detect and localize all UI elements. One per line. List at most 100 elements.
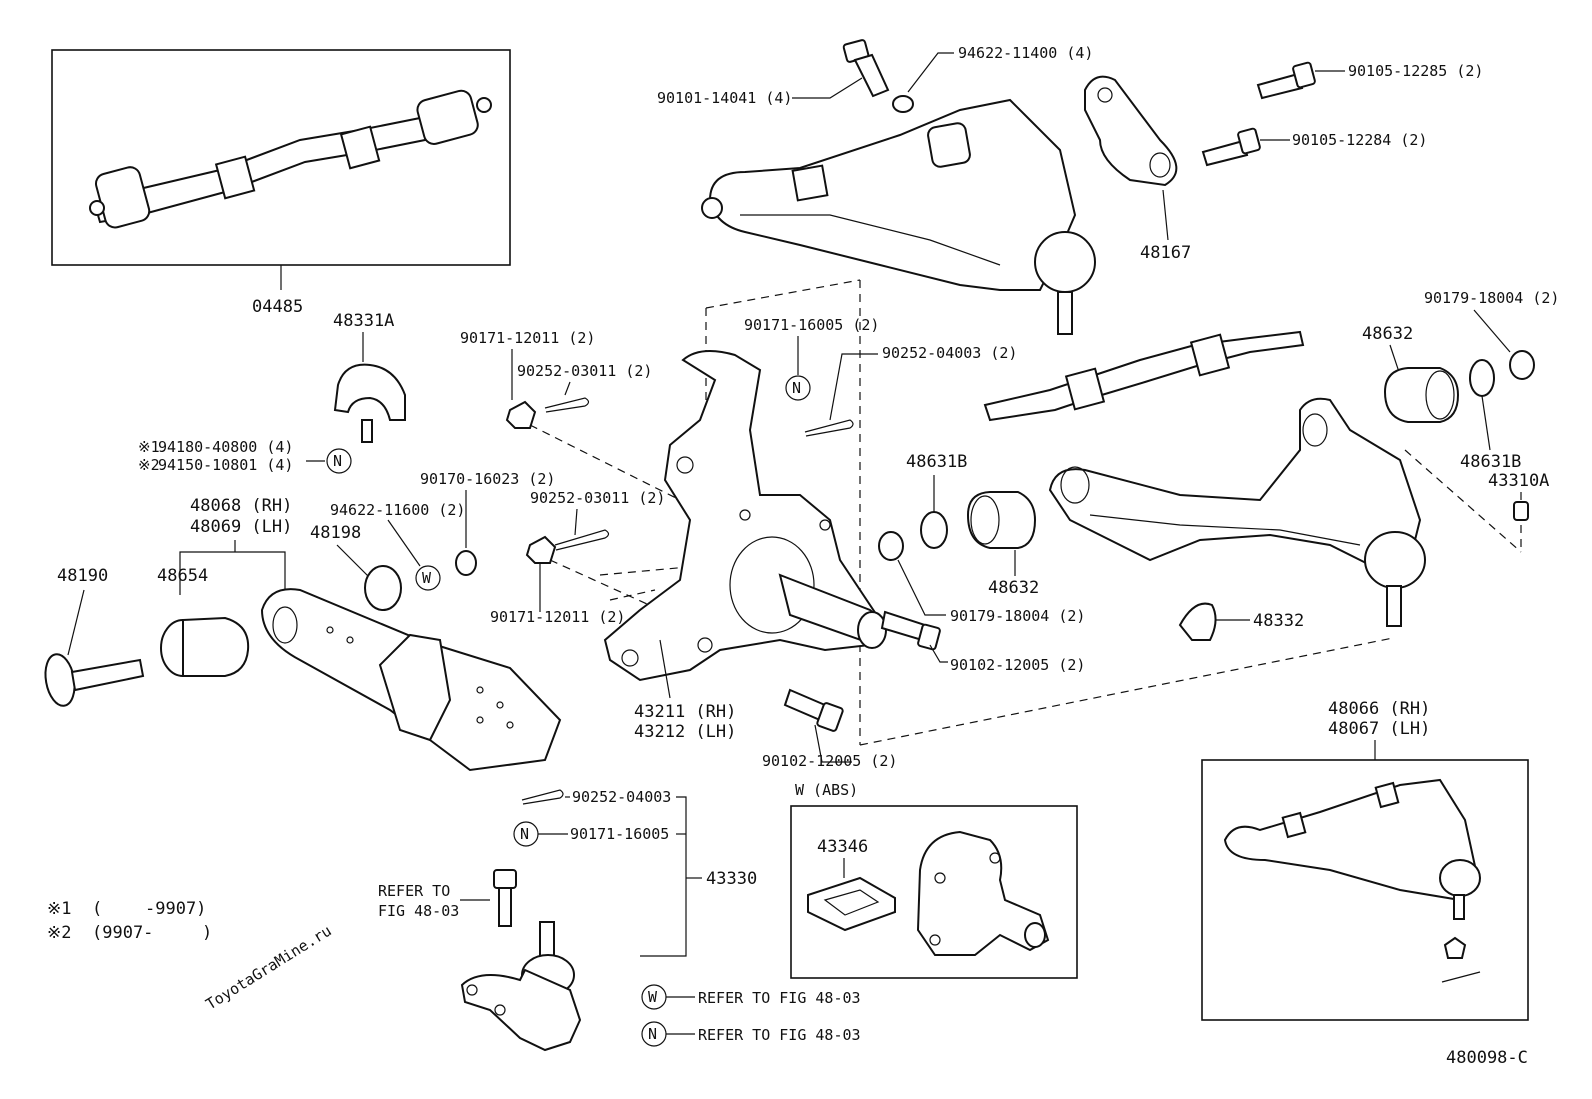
part-label-48167: 48167 [1140, 243, 1191, 263]
ball-joint-43330 [460, 921, 582, 1052]
figure-code: 480098-C [1446, 1048, 1528, 1068]
bracket-48331a [333, 363, 406, 443]
note-2-close: ) [202, 923, 212, 943]
bolt-90102-b [783, 688, 844, 732]
part-label-48632-mid: 48632 [988, 578, 1039, 598]
mark-1: ※1 [138, 438, 160, 456]
part-label-90179-mid: 90179-18004 (2) [950, 607, 1085, 625]
bushing-48632-top [1383, 367, 1460, 423]
steering-knuckle-43211 [603, 350, 887, 682]
part-label-43346: 43346 [817, 837, 868, 857]
lower-arm-48068 [260, 588, 562, 772]
part-label-43212: 43212 (LH) [634, 722, 736, 742]
upper-arm-illustration [701, 98, 1096, 335]
castle-nut-top [505, 400, 537, 429]
part-label-48631b-right: 48631B [1460, 452, 1521, 472]
part-label-48632-top: 48632 [1362, 324, 1413, 344]
knuckle-abs-illustration [916, 830, 1050, 956]
part-label-90179-top: 90179-18004 (2) [1424, 289, 1559, 307]
bushing-48632-mid [966, 491, 1037, 549]
castle-nut-mid [525, 535, 557, 564]
part-label-48068: 48068 (RH) [190, 496, 292, 516]
part-label-90171-12011-b: 90171-12011 (2) [490, 608, 625, 626]
washer-48198 [364, 565, 402, 611]
part-label-48332: 48332 [1253, 611, 1304, 631]
abs-inset-box [790, 805, 1078, 979]
note-1-value: -9907) [145, 899, 206, 919]
bolt-90102-a [880, 610, 941, 651]
n-symbol: N [648, 1025, 657, 1043]
part-label-48331a: 48331A [333, 311, 394, 331]
part-label-90171-16005-top: 90171-16005 (2) [744, 316, 879, 334]
part-label-94622-11400: 94622-11400 (4) [958, 44, 1093, 62]
part-label-90105-12284: 90105-12284 (2) [1292, 131, 1427, 149]
cotter-pin-90252-04003 [521, 789, 564, 805]
part-label-94150: 94150-10801 (4) [158, 456, 293, 474]
nut-90179-mid [878, 531, 904, 561]
note-mark-1: ※1 [47, 899, 71, 919]
refer-n-label: REFER TO FIG 48-03 [698, 1026, 861, 1044]
w-symbol: W [422, 569, 432, 587]
part-label-48066: 48066 (RH) [1328, 699, 1430, 719]
n-symbol-icon [785, 375, 811, 401]
bump-stop-48332 [1178, 602, 1217, 641]
part-label-90170: 90170-16023 (2) [420, 470, 555, 488]
part-label-48067: 48067 (LH) [1328, 719, 1430, 739]
n-symbol: N [792, 379, 801, 397]
watermark: ToyotaGraMine.ru [203, 922, 335, 1014]
part-label-48190: 48190 [57, 566, 108, 586]
note-mark-2: ※2 [47, 923, 71, 943]
n-symbol: N [333, 452, 342, 470]
part-label-94180: 94180-40800 (4) [158, 438, 293, 456]
bolt-90105-12285 [1256, 61, 1316, 100]
bolt-90105-12284 [1201, 127, 1261, 167]
upper-arm-assembly-box [1201, 759, 1529, 1021]
cotter-pin-top [544, 397, 590, 413]
part-label-90252-04003: 90252-04003 [572, 788, 671, 806]
w-symbol: W [648, 988, 658, 1006]
bolt-90101 [842, 39, 890, 98]
part-label-43310a: 43310A [1488, 471, 1549, 491]
n-symbol: N [520, 825, 529, 843]
part-label-90252-03011-a: 90252-03011 (2) [517, 362, 652, 380]
refer-label-line2: FIG 48-03 [378, 902, 459, 920]
bolt-48190 [44, 653, 145, 707]
washer-94622-11400 [892, 95, 914, 113]
cotter-pin-mid [554, 529, 610, 551]
note-2-value: (9907- [92, 923, 153, 943]
nut-90170 [455, 550, 477, 576]
washer-48631b-left [920, 511, 948, 549]
part-label-48654: 48654 [157, 566, 208, 586]
upper-arm-assembly-illustration [1223, 778, 1481, 983]
mark-2: ※2 [138, 456, 160, 474]
part-label-48198: 48198 [310, 523, 361, 543]
refer-w-label: REFER TO FIG 48-03 [698, 989, 861, 1007]
upper-arm-48066 [1048, 397, 1426, 627]
part-label-90105-12285: 90105-12285 (2) [1348, 62, 1483, 80]
part-label-90102-a: 90102-12005 (2) [950, 656, 1085, 674]
n-symbol-icon [326, 448, 352, 474]
upper-arm-shaft [983, 330, 1305, 422]
cotter-pin-knuckle [804, 419, 854, 437]
w-symbol-icon [415, 565, 441, 591]
note-1-open: ( [92, 899, 102, 919]
washer-48631b-right [1469, 359, 1495, 397]
nut-90179-top [1509, 350, 1535, 380]
sensor-plate-43346 [807, 876, 896, 932]
part-label-90101: 90101-14041 (4) [657, 89, 792, 107]
bolt-43310a [1513, 501, 1529, 521]
part-label-48631b-left: 48631B [906, 452, 967, 472]
inset-abs-title: W (ABS) [795, 781, 858, 799]
part-label-43330: 43330 [706, 869, 757, 889]
bolt-refer [493, 869, 517, 927]
part-label-90252-03011-b: 90252-03011 (2) [530, 489, 665, 507]
part-label-90171-16005: 90171-16005 [570, 825, 669, 843]
bushing-48654 [160, 616, 250, 677]
stabilizer-bar-illustration [89, 89, 492, 229]
refer-label-line1: REFER TO [378, 882, 450, 900]
part-label-90171-12011-a: 90171-12011 (2) [460, 329, 595, 347]
part-label-90102-b: 90102-12005 (2) [762, 752, 897, 770]
bracket-48167 [1084, 75, 1178, 187]
part-label-94622-11600: 94622-11600 (2) [330, 501, 465, 519]
part-label-48069: 48069 (LH) [190, 517, 292, 537]
